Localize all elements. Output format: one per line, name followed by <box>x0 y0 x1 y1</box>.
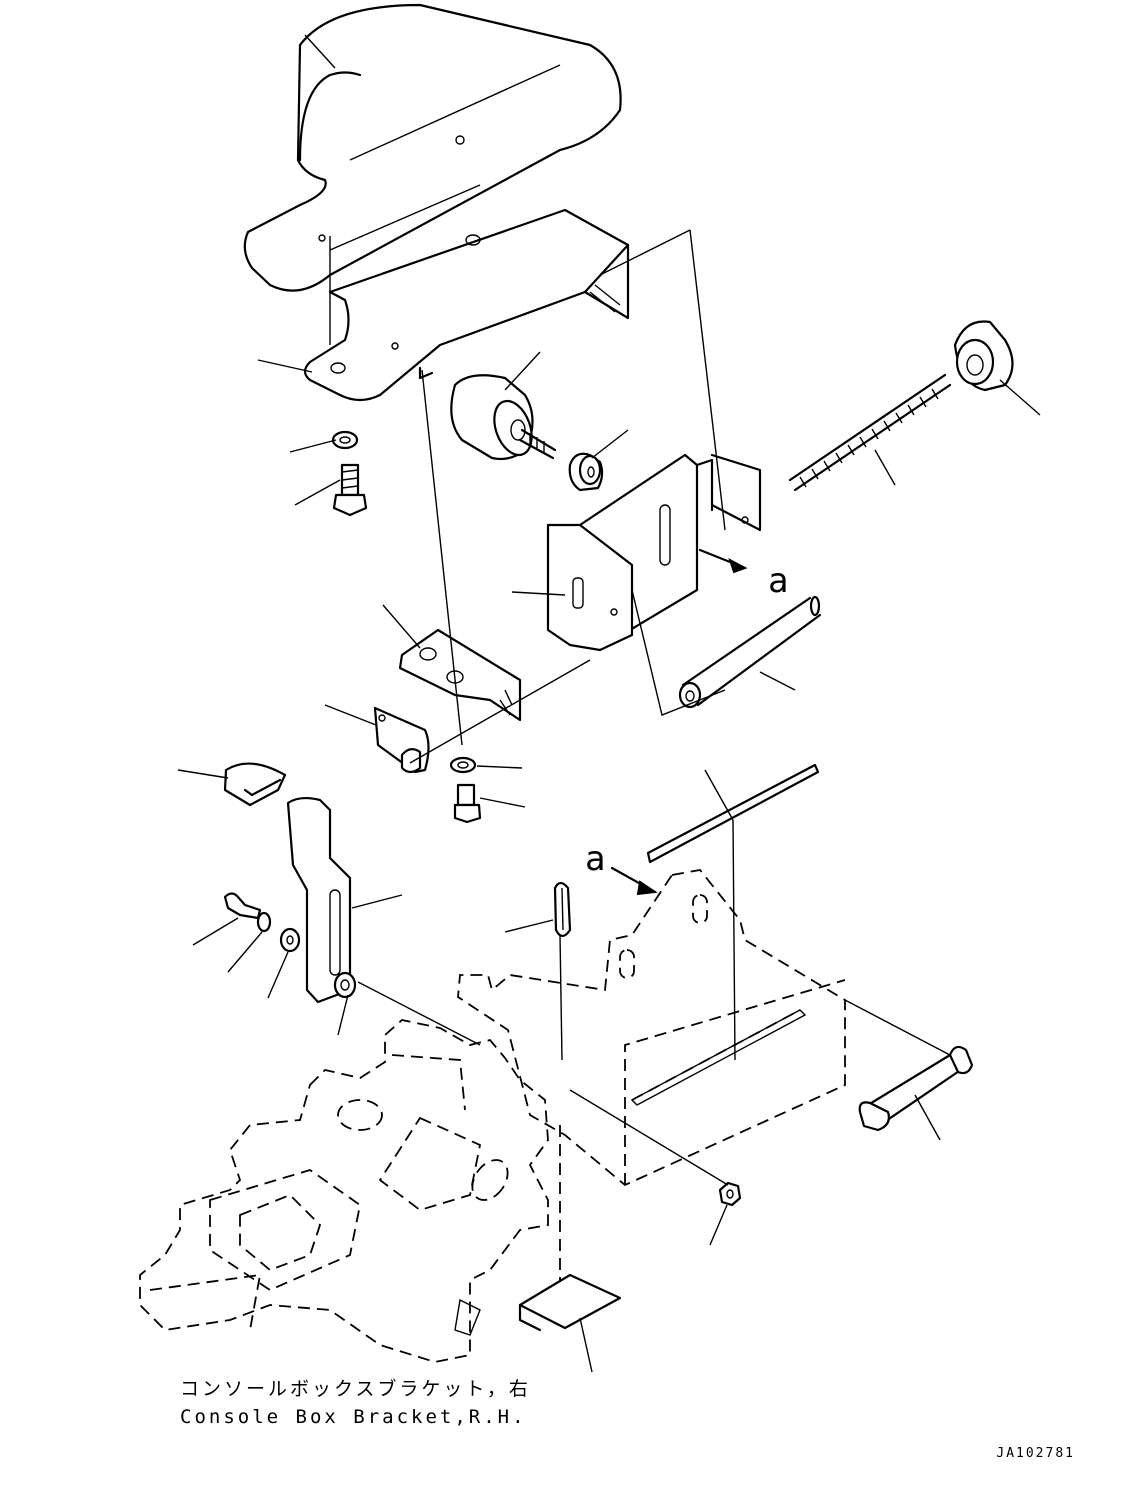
caption-english: Console Box Bracket,R.H. <box>180 1406 527 1428</box>
console-box-bracket <box>454 869 846 1336</box>
washer-upper-left <box>331 430 359 450</box>
leader-lines <box>177 34 1041 1373</box>
callout-label-a-upper: a <box>768 561 788 601</box>
split-pin <box>553 881 572 938</box>
bolt-arm <box>223 892 262 920</box>
arrow-callout-a-lower: a <box>585 839 658 896</box>
adjusting-knob <box>953 320 1014 392</box>
arrow-callout-a-upper: a <box>698 548 788 601</box>
bolt-middle <box>453 783 482 824</box>
drawing-number: JA102781 <box>996 1446 1075 1461</box>
spacer-collar <box>568 452 604 492</box>
washer-lower <box>333 971 357 999</box>
caption-japanese: コンソールボックスブラケット，右 <box>180 1378 531 1400</box>
threaded-rod <box>788 373 952 492</box>
switch-plate <box>373 706 430 774</box>
tie-rod <box>858 1045 974 1132</box>
hex-nut <box>718 1181 742 1207</box>
label-plate <box>518 1273 622 1332</box>
armrest-cushion <box>243 3 622 292</box>
washer-arm <box>256 911 272 933</box>
assembly-lines <box>329 229 951 1186</box>
callout-label-a-lower: a <box>585 839 605 879</box>
slide-bracket <box>546 453 762 652</box>
armrest-base-bracket <box>303 208 630 402</box>
rubber-strip <box>646 763 820 864</box>
nut-arm <box>279 927 301 953</box>
washer-middle <box>449 756 477 774</box>
knob-cylinder <box>450 374 557 461</box>
console-box-outline <box>139 1019 549 1363</box>
bolt-upper-left <box>332 463 368 517</box>
support-arm <box>286 796 352 1004</box>
rubber-cap <box>223 762 287 807</box>
pipe-rod <box>678 595 822 709</box>
mounting-plate <box>398 628 522 722</box>
